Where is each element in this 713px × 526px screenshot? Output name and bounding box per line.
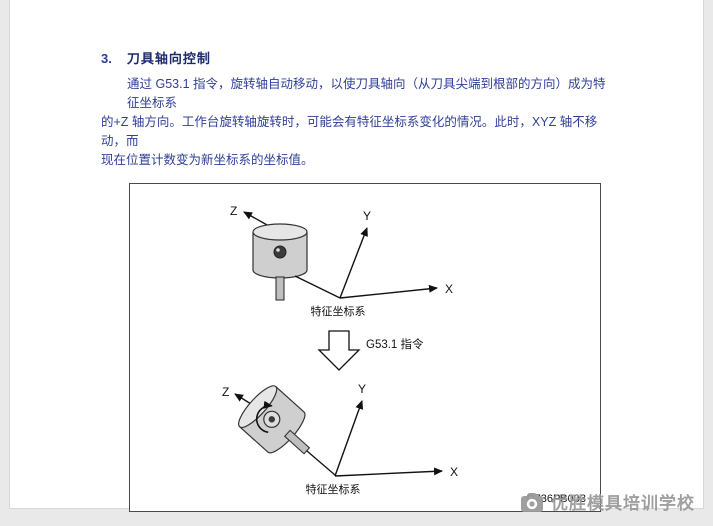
top-x-axis-arrow: [339, 284, 438, 299]
bottom-z-axis-label: Z: [222, 385, 229, 399]
camera-icon: [521, 492, 543, 512]
bottom-tool-icon: [238, 385, 311, 455]
bottom-diagram: Z: [222, 382, 458, 496]
top-z-axis-label: Z: [230, 204, 237, 218]
top-tool-icon: [252, 223, 308, 301]
bottom-x-axis-arrow: [334, 467, 443, 477]
section-heading: 3. 刀具轴向控制: [101, 48, 661, 67]
top-y-axis-label: Y: [363, 209, 371, 223]
section-title: 刀具轴向控制: [126, 51, 211, 66]
paragraph-line-3: 现在位置计数变为新坐标系的坐标值。: [101, 153, 314, 167]
bottom-x-axis-label: X: [450, 465, 458, 479]
section-number: 3.: [101, 51, 112, 66]
watermark: 优胜模具培训学校: [520, 489, 695, 514]
figure-box: Z Y X: [129, 183, 601, 512]
watermark-text: 优胜模具培训学校: [551, 494, 695, 513]
rotation-arrow-icon: [255, 400, 273, 434]
top-y-axis-arrow: [339, 227, 368, 299]
top-origin-line: [294, 275, 341, 299]
down-block-arrow-icon: [317, 330, 361, 371]
bottom-y-axis-label: Y: [358, 382, 366, 396]
paragraph-line-1: 通过 G53.1 指令，旋转轴自动移动，以使刀具轴向（从刀具尖端到根部的方向）成…: [127, 77, 606, 110]
body-paragraph: 通过 G53.1 指令，旋转轴自动移动，以使刀具轴向（从刀具尖端到根部的方向）成…: [101, 75, 613, 170]
top-caption: 特征坐标系: [311, 304, 366, 318]
paper-area: 3. 刀具轴向控制 通过 G53.1 指令，旋转轴自动移动，以使刀具轴向（从刀具…: [9, 0, 704, 512]
top-diagram: Z Y X: [230, 204, 453, 318]
bottom-origin-line: [306, 450, 336, 476]
figure-diagram: Z Y X: [222, 204, 586, 505]
paragraph-line-2: 的+Z 轴方向。工作台旋转轴旋转时，可能会有特征坐标系变化的情况。此时，XYZ …: [101, 115, 598, 148]
page-content: 3. 刀具轴向控制 通过 G53.1 指令，旋转轴自动移动，以使刀具轴向（从刀具…: [101, 48, 661, 512]
bottom-caption: 特征坐标系: [306, 482, 361, 496]
command-label: G53.1 指令: [366, 337, 424, 351]
bottom-y-axis-arrow: [334, 400, 364, 477]
top-x-axis-label: X: [445, 282, 453, 296]
